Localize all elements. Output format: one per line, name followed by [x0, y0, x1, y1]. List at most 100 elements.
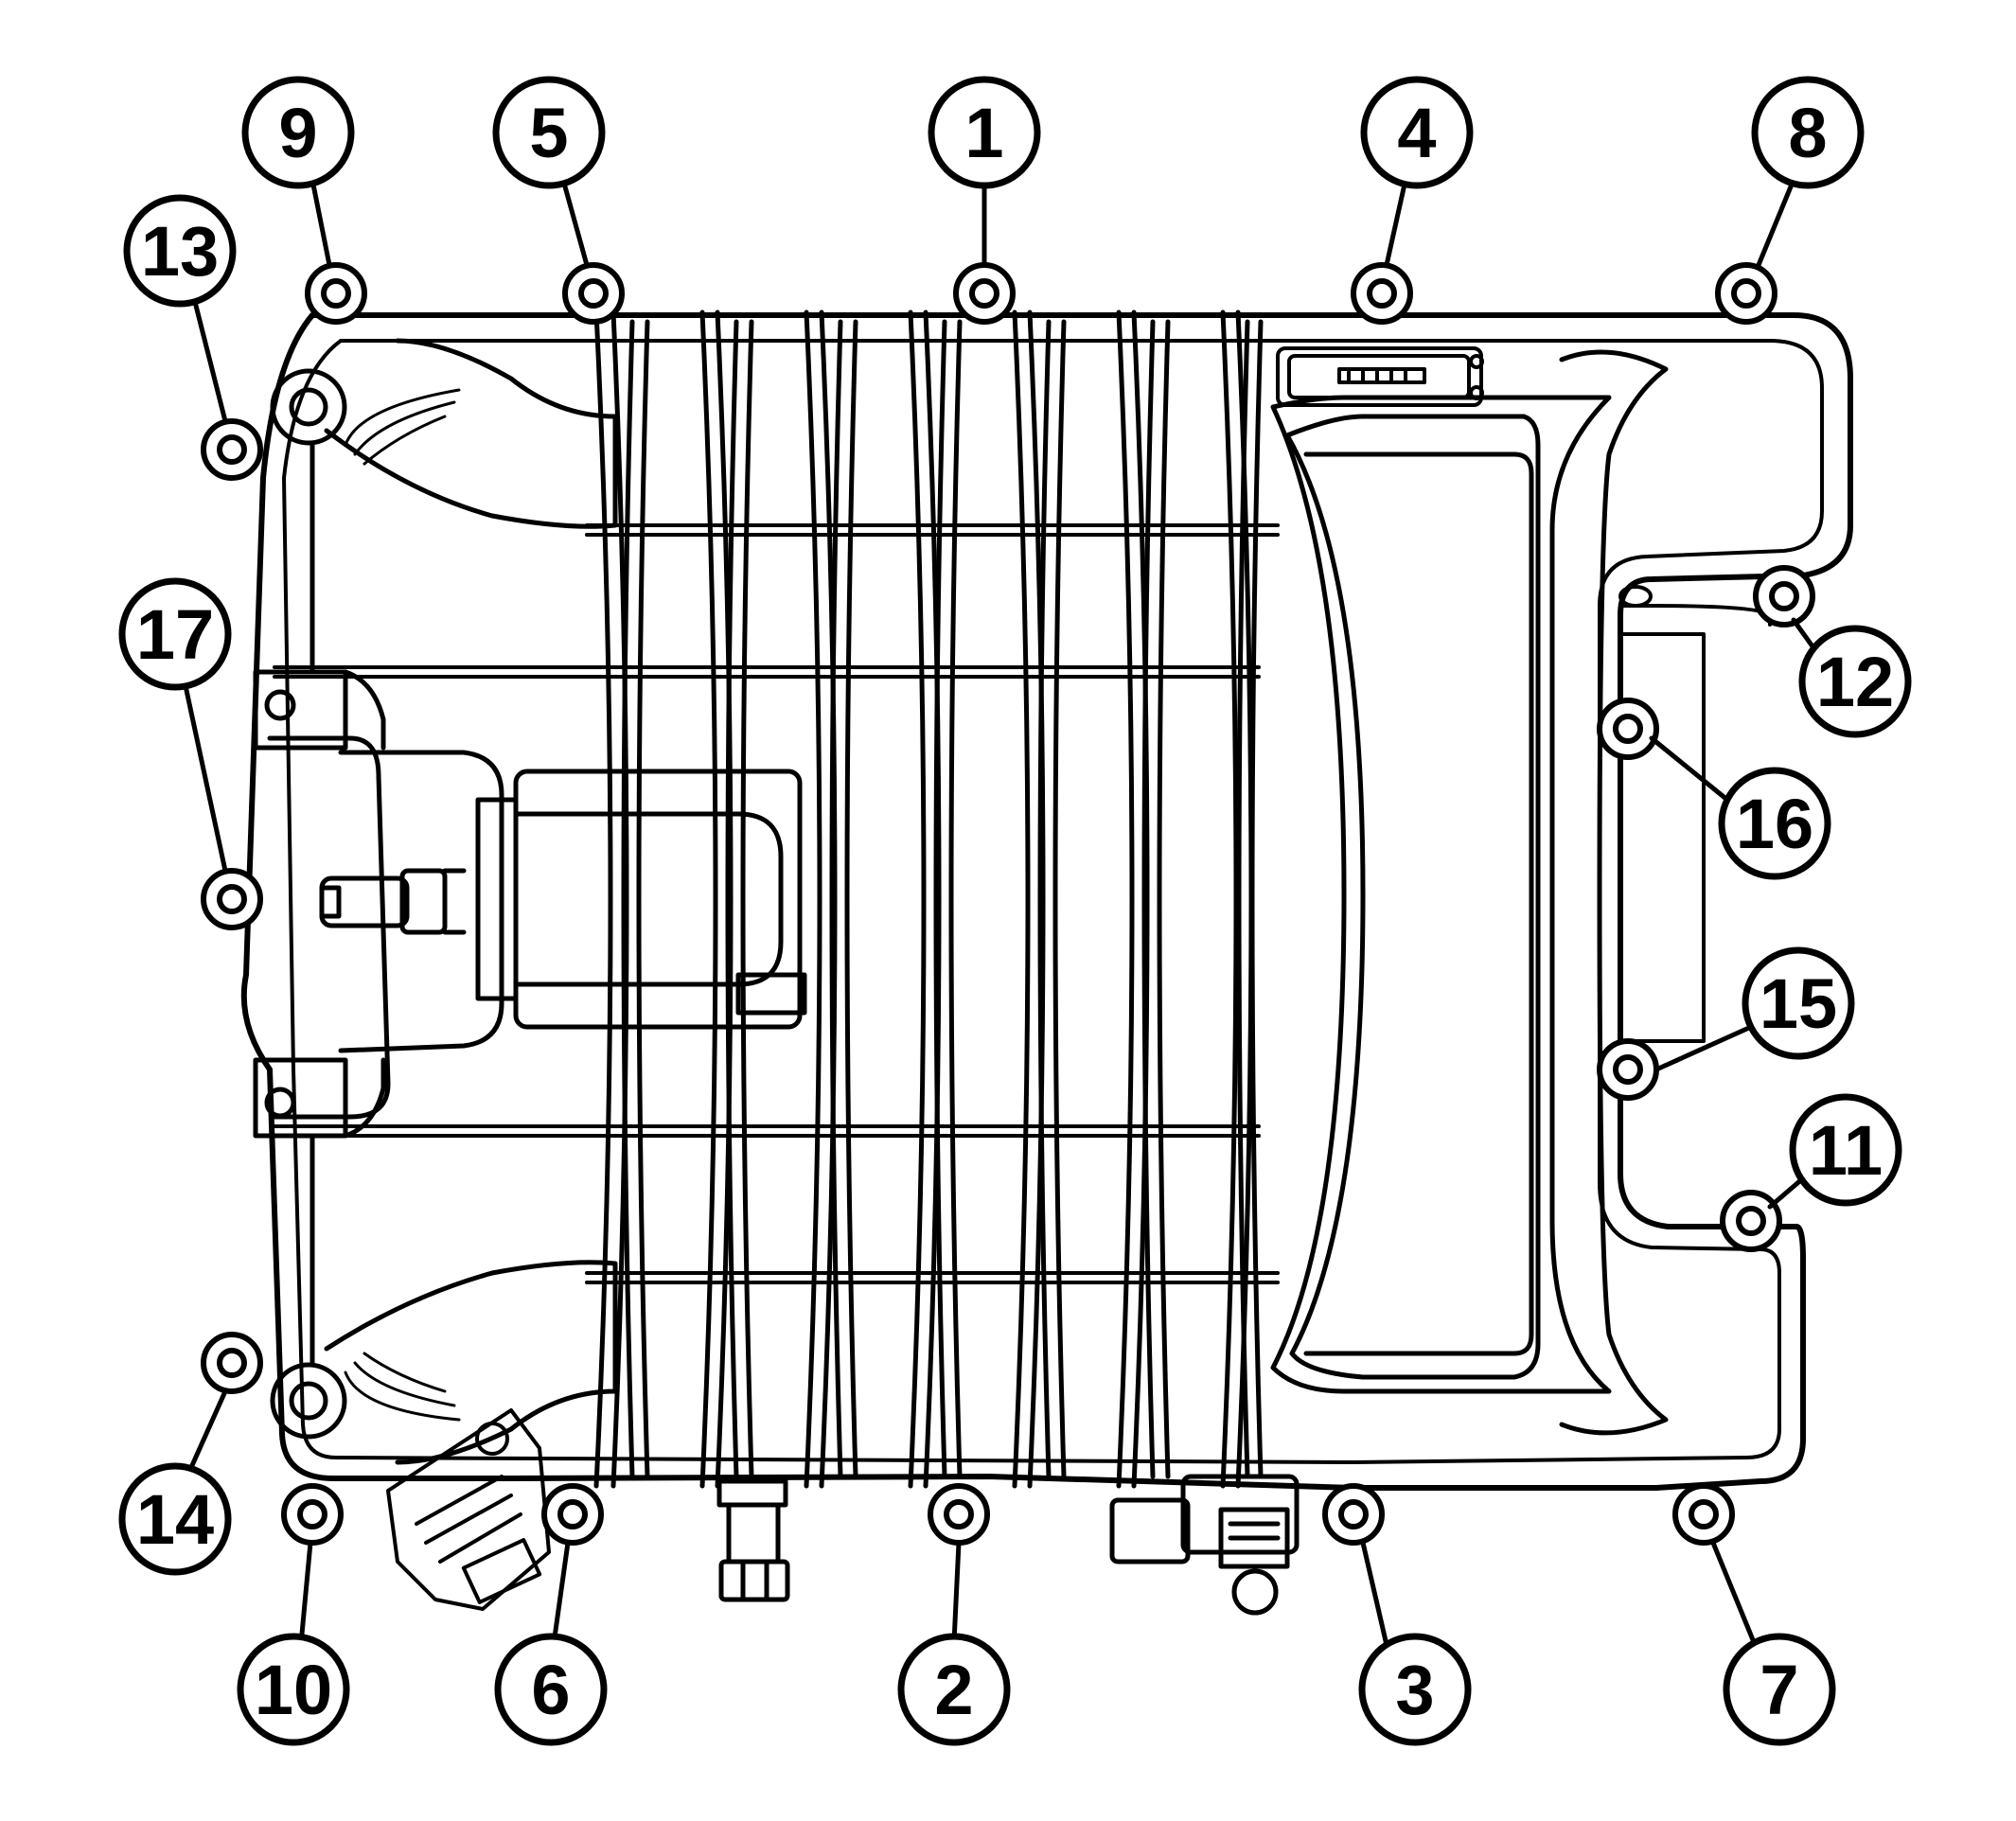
lower-bracket-arm [343, 1057, 386, 1139]
bolt-hole-center-16 [1613, 714, 1643, 744]
bolt-hole-center-10 [297, 1499, 327, 1529]
callout-10: 10 [237, 1633, 350, 1746]
top-sensor-module [1276, 346, 1484, 407]
callout-11: 11 [1789, 1093, 1902, 1207]
lower-corner-boss-inner [289, 1381, 328, 1421]
callout-circle [237, 1633, 350, 1746]
callout-number: 4 [1397, 94, 1436, 172]
callout-circle [1789, 1093, 1902, 1207]
runner-rib [908, 309, 942, 1489]
throttle-mount-plate [267, 735, 391, 1120]
sensor-connector-body [399, 868, 448, 935]
callout-circle [1358, 1633, 1472, 1746]
callout-3: 3 [1358, 1633, 1472, 1746]
lower-left-lobe [324, 1260, 618, 1465]
runner-rib [1141, 319, 1171, 1479]
callout-number: 14 [136, 1480, 214, 1559]
callout-circle [241, 76, 355, 189]
upper-bracket-arm [343, 669, 386, 751]
callout-circle [1798, 625, 1912, 738]
fitting-stem [726, 1502, 781, 1565]
sensor-inner [1287, 354, 1471, 399]
runner-rib [725, 319, 754, 1479]
callout-circle [118, 577, 232, 691]
bolt-hole-center-14 [217, 1348, 247, 1378]
bolt-holes [201, 262, 1815, 1546]
callout-number: 17 [136, 595, 214, 674]
throttle-brackets [253, 669, 386, 1139]
runner-rib [1037, 319, 1067, 1479]
manifold-body [240, 312, 1853, 1491]
leader-line-17 [182, 679, 228, 874]
callout-number: 12 [1816, 643, 1894, 721]
fitting-body [716, 1478, 788, 1508]
bolt-hole-center-6 [557, 1499, 588, 1529]
callout-8: 8 [1751, 76, 1865, 189]
leader-line-9 [309, 177, 332, 268]
callout-number: 1 [964, 94, 1003, 172]
runner-rib [699, 309, 734, 1489]
callout-circle [928, 76, 1041, 189]
leader-line-6 [551, 1540, 571, 1647]
callout-number: 16 [1736, 785, 1813, 863]
leader-line-3 [1360, 1540, 1389, 1648]
connector-post [1231, 1568, 1279, 1616]
leader-line-5 [560, 177, 590, 268]
runner-rib [1116, 309, 1150, 1489]
runner-rib [804, 309, 838, 1489]
callout-circle [118, 1462, 232, 1576]
callout-2: 2 [897, 1633, 1011, 1746]
bottom-center-fitting [716, 1478, 790, 1602]
bolt-hole-center-15 [1613, 1054, 1643, 1085]
map-sensor-detail [415, 1475, 522, 1564]
callout-circle [1751, 76, 1865, 189]
runner-rib [933, 319, 963, 1479]
duct-inner [513, 811, 784, 987]
bottom-right-connector [1109, 1474, 1300, 1616]
throttle-plate [475, 797, 519, 1001]
bolt-hole-center-17 [217, 884, 247, 914]
fitting-nut [718, 1559, 790, 1602]
callout-circle [1360, 76, 1474, 189]
leader-line-16 [1649, 735, 1730, 803]
map-sensor-screw [475, 1422, 509, 1456]
runner-rib [593, 309, 629, 1489]
callout-circle [1723, 1633, 1836, 1746]
corner-bosses [270, 368, 347, 1440]
plenum-inner-wall [1284, 414, 1541, 1380]
leader-line-11 [1767, 1176, 1806, 1210]
sensor-screw [1469, 354, 1484, 369]
leader-line-15 [1653, 1024, 1754, 1072]
callout-number: 11 [1809, 1111, 1883, 1190]
manifold-outer-flange [240, 312, 1853, 1491]
callout-7: 7 [1723, 1633, 1836, 1746]
callout-number: 15 [1760, 964, 1837, 1043]
callout-number: 8 [1788, 94, 1827, 172]
manifold-inner-flange [282, 339, 1824, 1464]
leader-line-2 [951, 1540, 962, 1645]
sensor-connector-tip [319, 885, 342, 919]
callout-13: 13 [123, 194, 237, 308]
bolt-hole-center-13 [217, 434, 247, 465]
leader-line-14 [186, 1388, 228, 1475]
callout-number: 5 [529, 94, 568, 172]
callout-number: 10 [255, 1651, 332, 1729]
callout-number: 3 [1395, 1651, 1434, 1729]
lower-bracket-hole [264, 1087, 296, 1119]
throttle-housing [338, 750, 504, 1053]
leader-line-4 [1384, 177, 1408, 268]
upper-bracket-hole [264, 689, 296, 721]
bolt-hole-center-3 [1338, 1499, 1369, 1529]
map-sensor-plug [461, 1538, 542, 1604]
callout-circle [492, 76, 606, 189]
callout-circle [123, 194, 237, 308]
sensor-screw [1469, 385, 1484, 400]
bolt-hole-center-9 [321, 278, 351, 309]
callout-5: 5 [492, 76, 606, 189]
throttle-duct [513, 769, 803, 1030]
upper-bracket [253, 669, 348, 751]
duct-lower-box [735, 972, 807, 1016]
callout-6: 6 [494, 1633, 608, 1746]
